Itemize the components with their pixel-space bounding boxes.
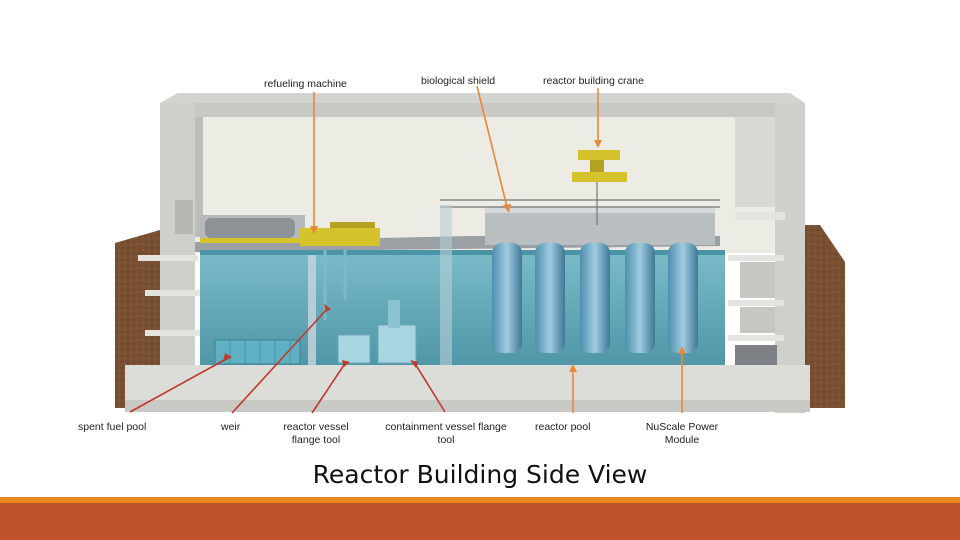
reactor-building-crane-graphic	[572, 150, 627, 225]
soil-left	[115, 230, 160, 408]
pointer-containment-vessel-flange-tool	[413, 361, 446, 413]
pointer-weir	[231, 307, 329, 414]
pointer-reactor-vessel-flange-tool	[311, 361, 347, 414]
arrowheads	[223, 140, 686, 372]
pointers	[129, 85, 683, 414]
label-refueling-machine: refueling machine	[264, 78, 347, 90]
label-containment-vessel-flange-tool-line2: tool	[437, 434, 455, 446]
label-nuscale-power-module-line1: NuScale Power	[645, 421, 719, 433]
label-containment-vessel-flange-tool-line1: containment vessel flange	[385, 421, 507, 433]
biological-shield-graphic	[485, 207, 715, 245]
pointer-biological-shield	[476, 85, 509, 212]
weir-wall	[308, 255, 316, 370]
footer-band	[0, 503, 960, 540]
label-nuscale-power-module: NuScale Power Module	[638, 421, 726, 447]
slide-title: Reactor Building Side View	[312, 460, 648, 489]
label-reactor-vessel-flange-tool-line2: flange tool	[291, 434, 341, 446]
fuel-racks	[214, 339, 301, 365]
left-wall	[160, 103, 195, 393]
building-roof	[160, 93, 805, 103]
label-biological-shield: biological shield	[421, 75, 496, 87]
label-reactor-vessel-flange-tool: reactor vessel flange tool	[273, 421, 359, 447]
pointer-spent-fuel-pool	[129, 357, 229, 413]
label-reactor-vessel-flange-tool-line1: reactor vessel	[283, 421, 349, 433]
label-nuscale-power-module-line2: Module	[664, 434, 700, 446]
label-spent-fuel-pool: spent fuel pool	[78, 421, 147, 433]
refueling-machine-graphic	[200, 215, 380, 246]
label-weir: weir	[221, 421, 241, 433]
flange-tools-graphic	[323, 250, 417, 364]
label-reactor-building-crane: reactor building crane	[543, 75, 644, 87]
power-modules	[492, 243, 698, 353]
label-containment-vessel-flange-tool: containment vessel flange tool	[378, 421, 514, 447]
label-reactor-pool: reactor pool	[535, 421, 591, 433]
footer-accent-stripe	[0, 497, 960, 503]
